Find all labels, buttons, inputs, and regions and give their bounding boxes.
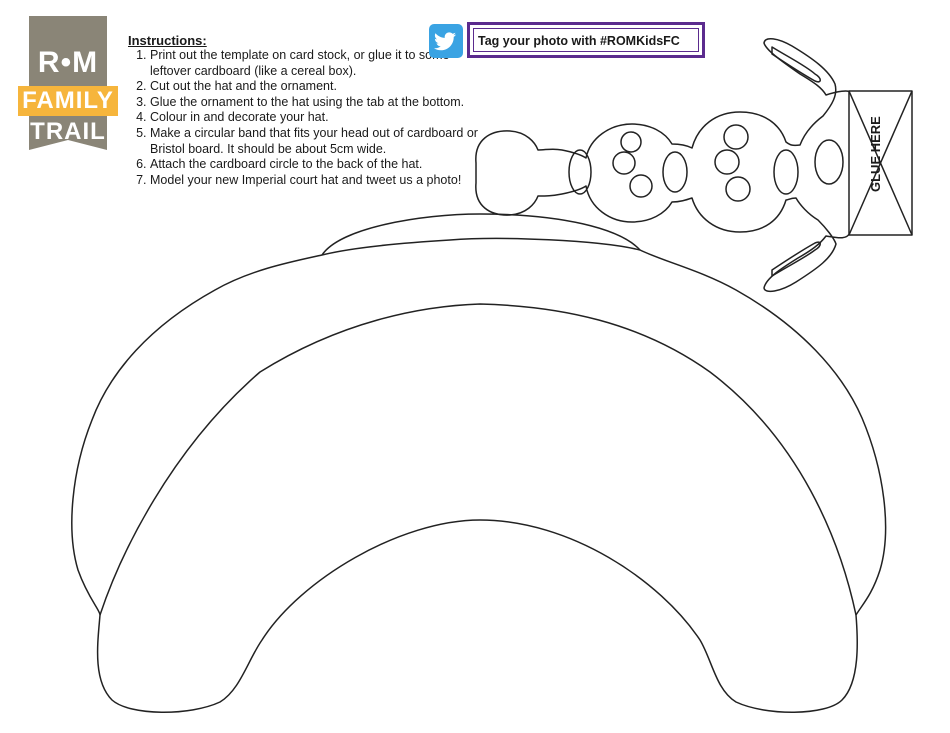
logo-family-text: FAMILY (18, 86, 118, 116)
instructions-heading: Instructions: (128, 33, 207, 48)
instruction-step: Colour in and decorate your hat. (150, 110, 478, 126)
logo-banner (29, 16, 107, 150)
instruction-step: Cut out the hat and the ornament. (150, 79, 478, 95)
instruction-step: Attach the cardboard circle to the back … (150, 157, 478, 173)
hashtag-box: Tag your photo with #ROMKidsFC (467, 22, 705, 58)
twitter-bird-icon (429, 24, 463, 58)
instruction-step: Glue the ornament to the hat using the t… (150, 95, 478, 111)
hat-brim-outline (71, 237, 887, 713)
instruction-step: Model your new Imperial court hat and tw… (150, 173, 478, 189)
glue-here-label: GLUE HERE (868, 116, 883, 192)
rom-family-trail-logo: R•M FAMILY TRAIL (18, 16, 118, 150)
glue-tab (848, 90, 913, 236)
instruction-step: Make a circular band that fits your head… (150, 126, 478, 157)
instruction-step: Print out the template on card stock, or… (150, 48, 478, 79)
hat-fold-line (99, 303, 857, 616)
hat-ornament (475, 38, 851, 293)
logo-rom-text: R•M (37, 46, 99, 79)
logo-trail-text: TRAIL (30, 118, 106, 145)
hat-crown-cap (321, 213, 641, 256)
hashtag-text: Tag your photo with #ROMKidsFC (473, 28, 699, 52)
instructions-block: Instructions: Print out the template on … (128, 33, 478, 188)
instructions-list: Print out the template on card stock, or… (128, 48, 478, 188)
